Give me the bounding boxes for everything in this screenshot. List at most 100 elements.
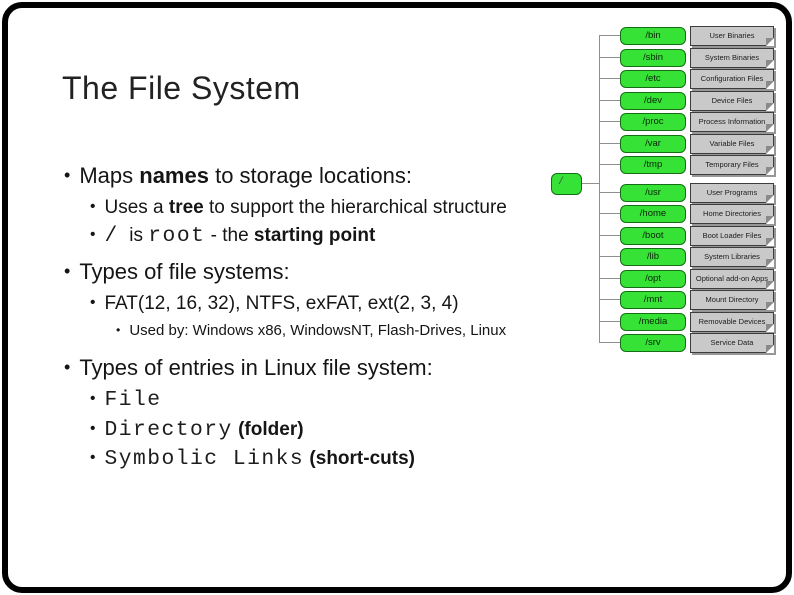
- root-connector-line: [580, 183, 599, 184]
- branch-line: [599, 256, 620, 257]
- tree-node-label: /proc: [642, 116, 664, 127]
- description-note-label: Removable Devices: [698, 316, 766, 326]
- description-note: User Binaries: [690, 26, 774, 46]
- tree-node-usr: /usr: [620, 183, 686, 202]
- description-note-label: Device Files: [711, 95, 753, 105]
- text-segment: Maps: [79, 163, 140, 188]
- description-note: Boot Loader Files: [690, 225, 774, 246]
- text-segment: Symbolic Links: [104, 447, 305, 471]
- bullet-line: • / is root - the starting point: [90, 223, 375, 250]
- bullet-marker: •: [90, 198, 96, 216]
- bullet-line: • Types of file systems:: [64, 258, 290, 286]
- description-note: Mount Directory: [690, 290, 774, 310]
- description-note-label: User Binaries: [709, 31, 755, 40]
- tree-node-bin: /bin: [620, 27, 686, 45]
- text-segment: names: [139, 163, 209, 188]
- branch-line: [599, 56, 620, 58]
- description-note: Device Files: [690, 90, 774, 111]
- tree-node-mnt: /mnt: [620, 291, 686, 309]
- description-note-label: Optional add-on Apps: [695, 273, 769, 283]
- bullet-marker: •: [64, 357, 71, 378]
- tree-node-label: /sbin: [642, 51, 664, 63]
- bullet-line: • Used by: Windows x86, WindowsNT, Flash-…: [116, 322, 506, 341]
- text-segment: Directory: [104, 418, 233, 442]
- text-segment: Uses a: [104, 197, 169, 218]
- branch-line: [599, 78, 620, 79]
- description-note-label: System Binaries: [704, 52, 760, 62]
- text-segment: Types of file systems:: [79, 259, 290, 284]
- text-segment: to support the hierarchical structure: [203, 197, 507, 218]
- bullet-line: •Symbolic Links (short-cuts): [90, 446, 415, 473]
- tree-node-proc: /proc: [620, 113, 686, 131]
- bullet-line: • Uses a tree to support the hierarchical…: [90, 196, 507, 220]
- page-title: The File System: [62, 70, 301, 106]
- description-note: Process Information: [690, 112, 774, 132]
- tree-node-label: /opt: [645, 272, 661, 284]
- branch-line: [599, 213, 620, 214]
- text-segment: root: [148, 224, 206, 248]
- description-note-label: Service Data: [710, 338, 754, 347]
- tree-node-label: /home: [639, 208, 667, 219]
- tree-node-label: /etc: [645, 73, 661, 84]
- text-segment: to storage locations:: [208, 163, 412, 188]
- tree-node-tmp: /tmp: [620, 156, 686, 174]
- bullet-marker: •: [90, 390, 96, 408]
- bullet-marker: •: [116, 322, 121, 337]
- branch-line: [599, 142, 620, 144]
- description-note: User Programs: [690, 182, 774, 203]
- description-note: Variable Files: [690, 133, 774, 154]
- text-segment: tree: [168, 197, 204, 218]
- text-segment: FAT(12, 16, 32), NTFS, exFAT, ext(2, 3, …: [104, 293, 459, 314]
- tree-node-label: /var: [645, 137, 661, 149]
- tree-node-label: /lib: [646, 251, 660, 262]
- tree-node-home: /home: [620, 205, 686, 223]
- branch-line: [599, 342, 620, 343]
- text-segment: Used by: Windows x86, WindowsNT, Flash-D…: [129, 322, 507, 339]
- text-segment: - the: [205, 225, 254, 246]
- tree-node-opt: /opt: [620, 269, 686, 288]
- description-note: Optional add-on Apps: [690, 268, 774, 289]
- text-segment: /: [104, 224, 119, 248]
- tree-node-label: /usr: [645, 186, 661, 198]
- branch-line: [599, 121, 620, 122]
- bullet-line: • File: [90, 387, 162, 414]
- description-note: Temporary Files: [690, 155, 774, 175]
- text-segment: is: [118, 225, 149, 246]
- bullet-marker: •: [90, 420, 96, 438]
- bullet-marker: •: [64, 261, 71, 282]
- tree-node-dev: /dev: [620, 91, 686, 110]
- bullet-marker: •: [90, 226, 96, 244]
- tree-node-lib: /lib: [620, 248, 686, 266]
- bullet-marker: •: [90, 294, 96, 312]
- tree-node-label: /tmp: [643, 159, 663, 170]
- tree-root-label: /: [558, 177, 565, 188]
- tree-node-etc: /etc: [620, 70, 686, 88]
- tree-node-sbin: /sbin: [620, 48, 686, 67]
- branch-line: [599, 320, 620, 322]
- branch-line: [599, 234, 620, 236]
- description-note: System Binaries: [690, 47, 774, 68]
- tree-node-boot: /boot: [620, 226, 686, 245]
- branch-line: [599, 35, 620, 36]
- description-note: Removable Devices: [690, 311, 774, 332]
- bullet-line: • Maps names to storage locations:: [64, 162, 412, 190]
- bullet-marker: •: [64, 165, 71, 186]
- description-note-label: Mount Directory: [705, 295, 759, 304]
- branch-line: [599, 299, 620, 300]
- description-note-label: Process Information: [698, 117, 766, 126]
- tree-node-label: /mnt: [643, 294, 663, 305]
- description-note: Configuration Files: [690, 69, 774, 89]
- tree-node-var: /var: [620, 134, 686, 153]
- tree-trunk-line: [599, 35, 600, 342]
- text-segment: (folder): [232, 419, 304, 440]
- description-note-label: Temporary Files: [705, 160, 759, 169]
- tree-node-srv: /srv: [620, 334, 686, 352]
- text-segment: starting point: [253, 225, 376, 246]
- description-note-label: Configuration Files: [700, 74, 764, 83]
- tree-node-label: /dev: [644, 94, 662, 106]
- text-segment: File: [104, 388, 162, 412]
- bullet-line: • Directory (folder): [90, 417, 304, 444]
- description-note-label: Home Directories: [703, 209, 761, 218]
- description-note: Service Data: [690, 333, 774, 353]
